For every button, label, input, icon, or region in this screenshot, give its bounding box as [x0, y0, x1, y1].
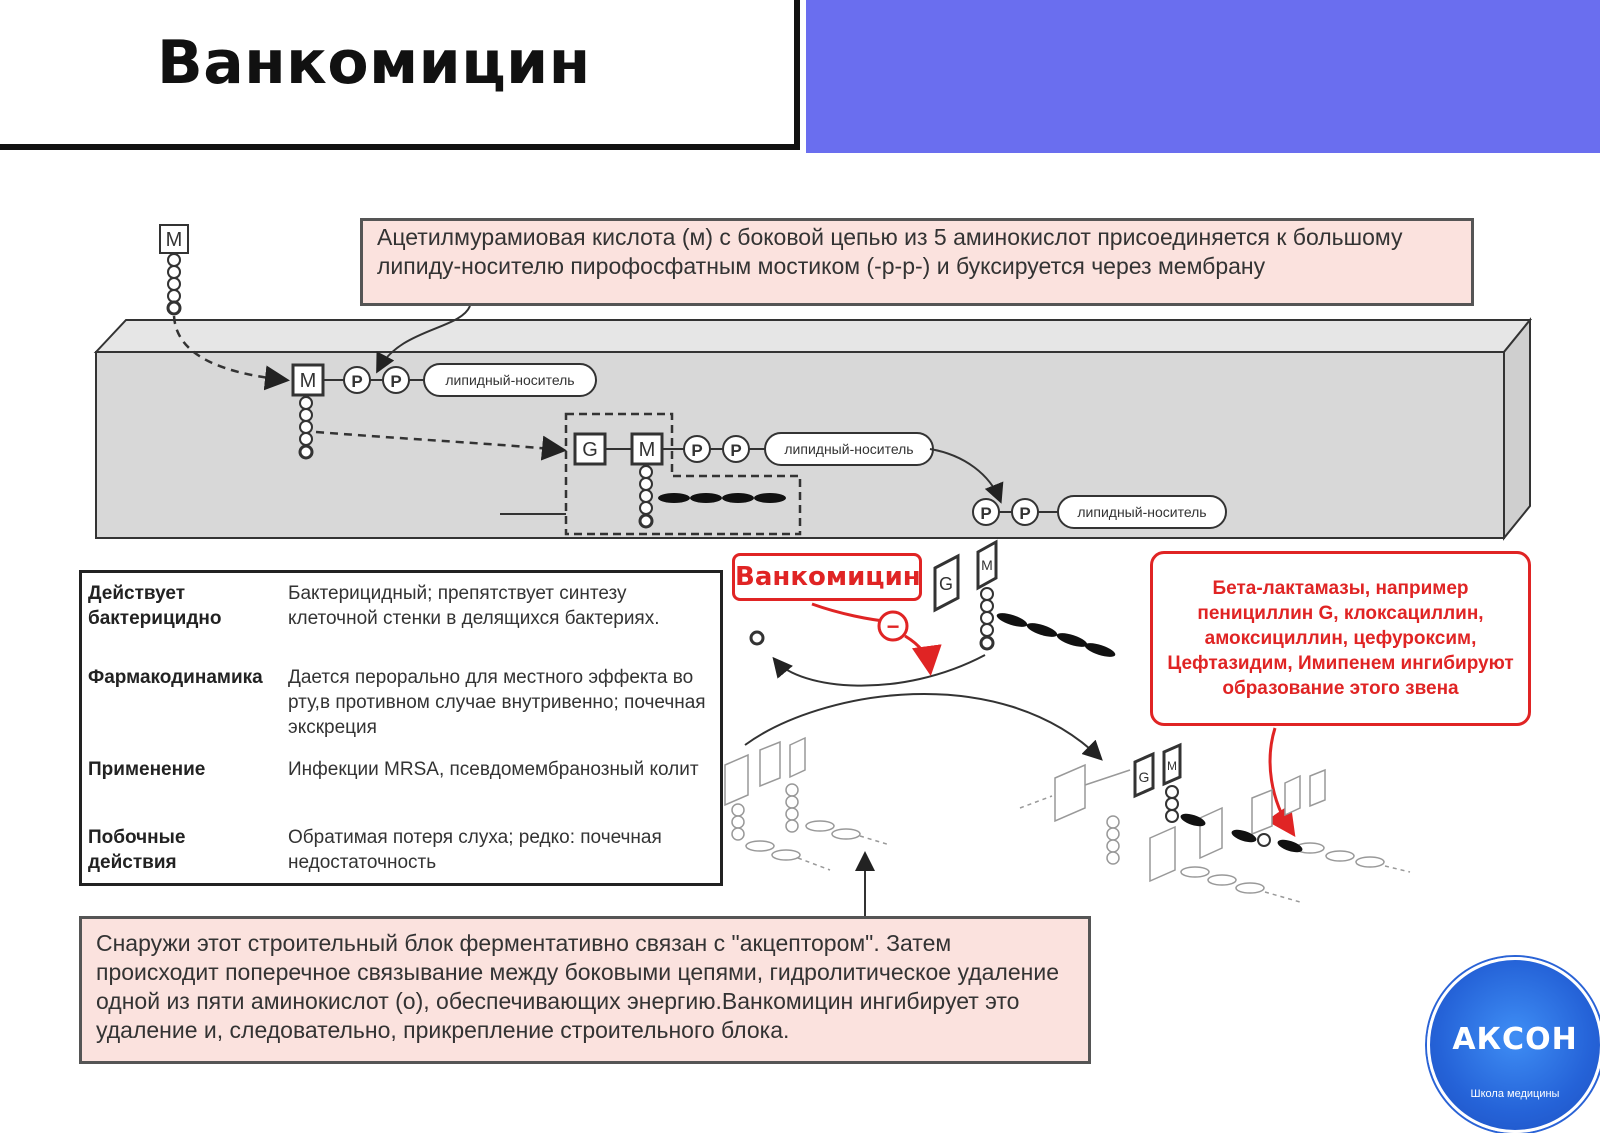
gm-unit-released: G M — [933, 539, 1116, 657]
cell-wall-fragment-right — [1019, 763, 1411, 903]
row-label: Действует бактерицидно — [88, 583, 222, 629]
row-label: Побочные действия — [88, 827, 186, 873]
m-letter: M — [1167, 759, 1177, 773]
note-bottom: Снаружи этот строительный блок ферментат… — [79, 916, 1091, 1064]
murnac-monomer-outside: M — [159, 224, 189, 316]
row-text: Инфекции MRSA, псевдомембранозный колит — [288, 759, 699, 780]
p-letter: P — [980, 504, 991, 523]
pp-carrier-3: P P липидный-носитель — [972, 495, 1227, 529]
beta-lactam-note: Бета-лактамазы, например пенициллин G, к… — [1150, 551, 1531, 726]
m-letter: M — [166, 229, 183, 251]
p-letter: P — [730, 441, 741, 460]
row-text: Бактерицидный; препятствует синтезу клет… — [288, 583, 660, 629]
logo-subtitle: Школа медицины — [1470, 1088, 1560, 1100]
p-letter: P — [1019, 504, 1030, 523]
row-label: Фармакодинамика — [88, 667, 263, 688]
page-title: Ванкомицин — [157, 28, 591, 98]
m-letter: M — [300, 370, 317, 392]
inhibition-symbol: − — [887, 614, 900, 639]
header-accent-band — [806, 0, 1600, 153]
cell-wall-fragment-left — [724, 736, 891, 871]
carrier-label: липидный-носитель — [784, 441, 913, 457]
row-label: Применение — [88, 759, 206, 780]
p-letter: P — [351, 372, 362, 391]
m-letter: M — [981, 557, 993, 573]
gm-unit-attached: G M — [1133, 742, 1303, 853]
gm-pp-carrier-2: G M P P липидный-носитель — [573, 432, 934, 529]
drug-info-table: Действует бактерицидно Бактерицидный; пр… — [79, 570, 723, 886]
p-letter: P — [691, 441, 702, 460]
akson-logo: АКСОН Школа медицины — [1427, 957, 1600, 1133]
inhibition-icon — [877, 610, 909, 642]
note-top: Ацетилмурамиовая кислота (м) с боковой ц… — [360, 218, 1474, 306]
title-panel: Ванкомицин — [0, 0, 800, 150]
row-text: Дается перорально для местного эффекта в… — [288, 667, 706, 738]
m-letter: M — [639, 439, 656, 461]
p-letter: P — [390, 372, 401, 391]
g-letter: G — [582, 439, 598, 461]
g-letter: G — [1139, 769, 1150, 785]
row-text: Обратимая потеря слуха; редко: почечная … — [288, 827, 662, 873]
m-pp-carrier-1: M P P липидный-носитель — [291, 363, 597, 460]
released-amino-acid — [749, 630, 765, 646]
g-letter: G — [939, 574, 953, 594]
vancomycin-label: Ванкомицин — [732, 553, 922, 601]
carrier-label: липидный-носитель — [1077, 504, 1206, 520]
logo-text: АКСОН — [1452, 1022, 1578, 1057]
carrier-label: липидный-носитель — [445, 372, 574, 388]
